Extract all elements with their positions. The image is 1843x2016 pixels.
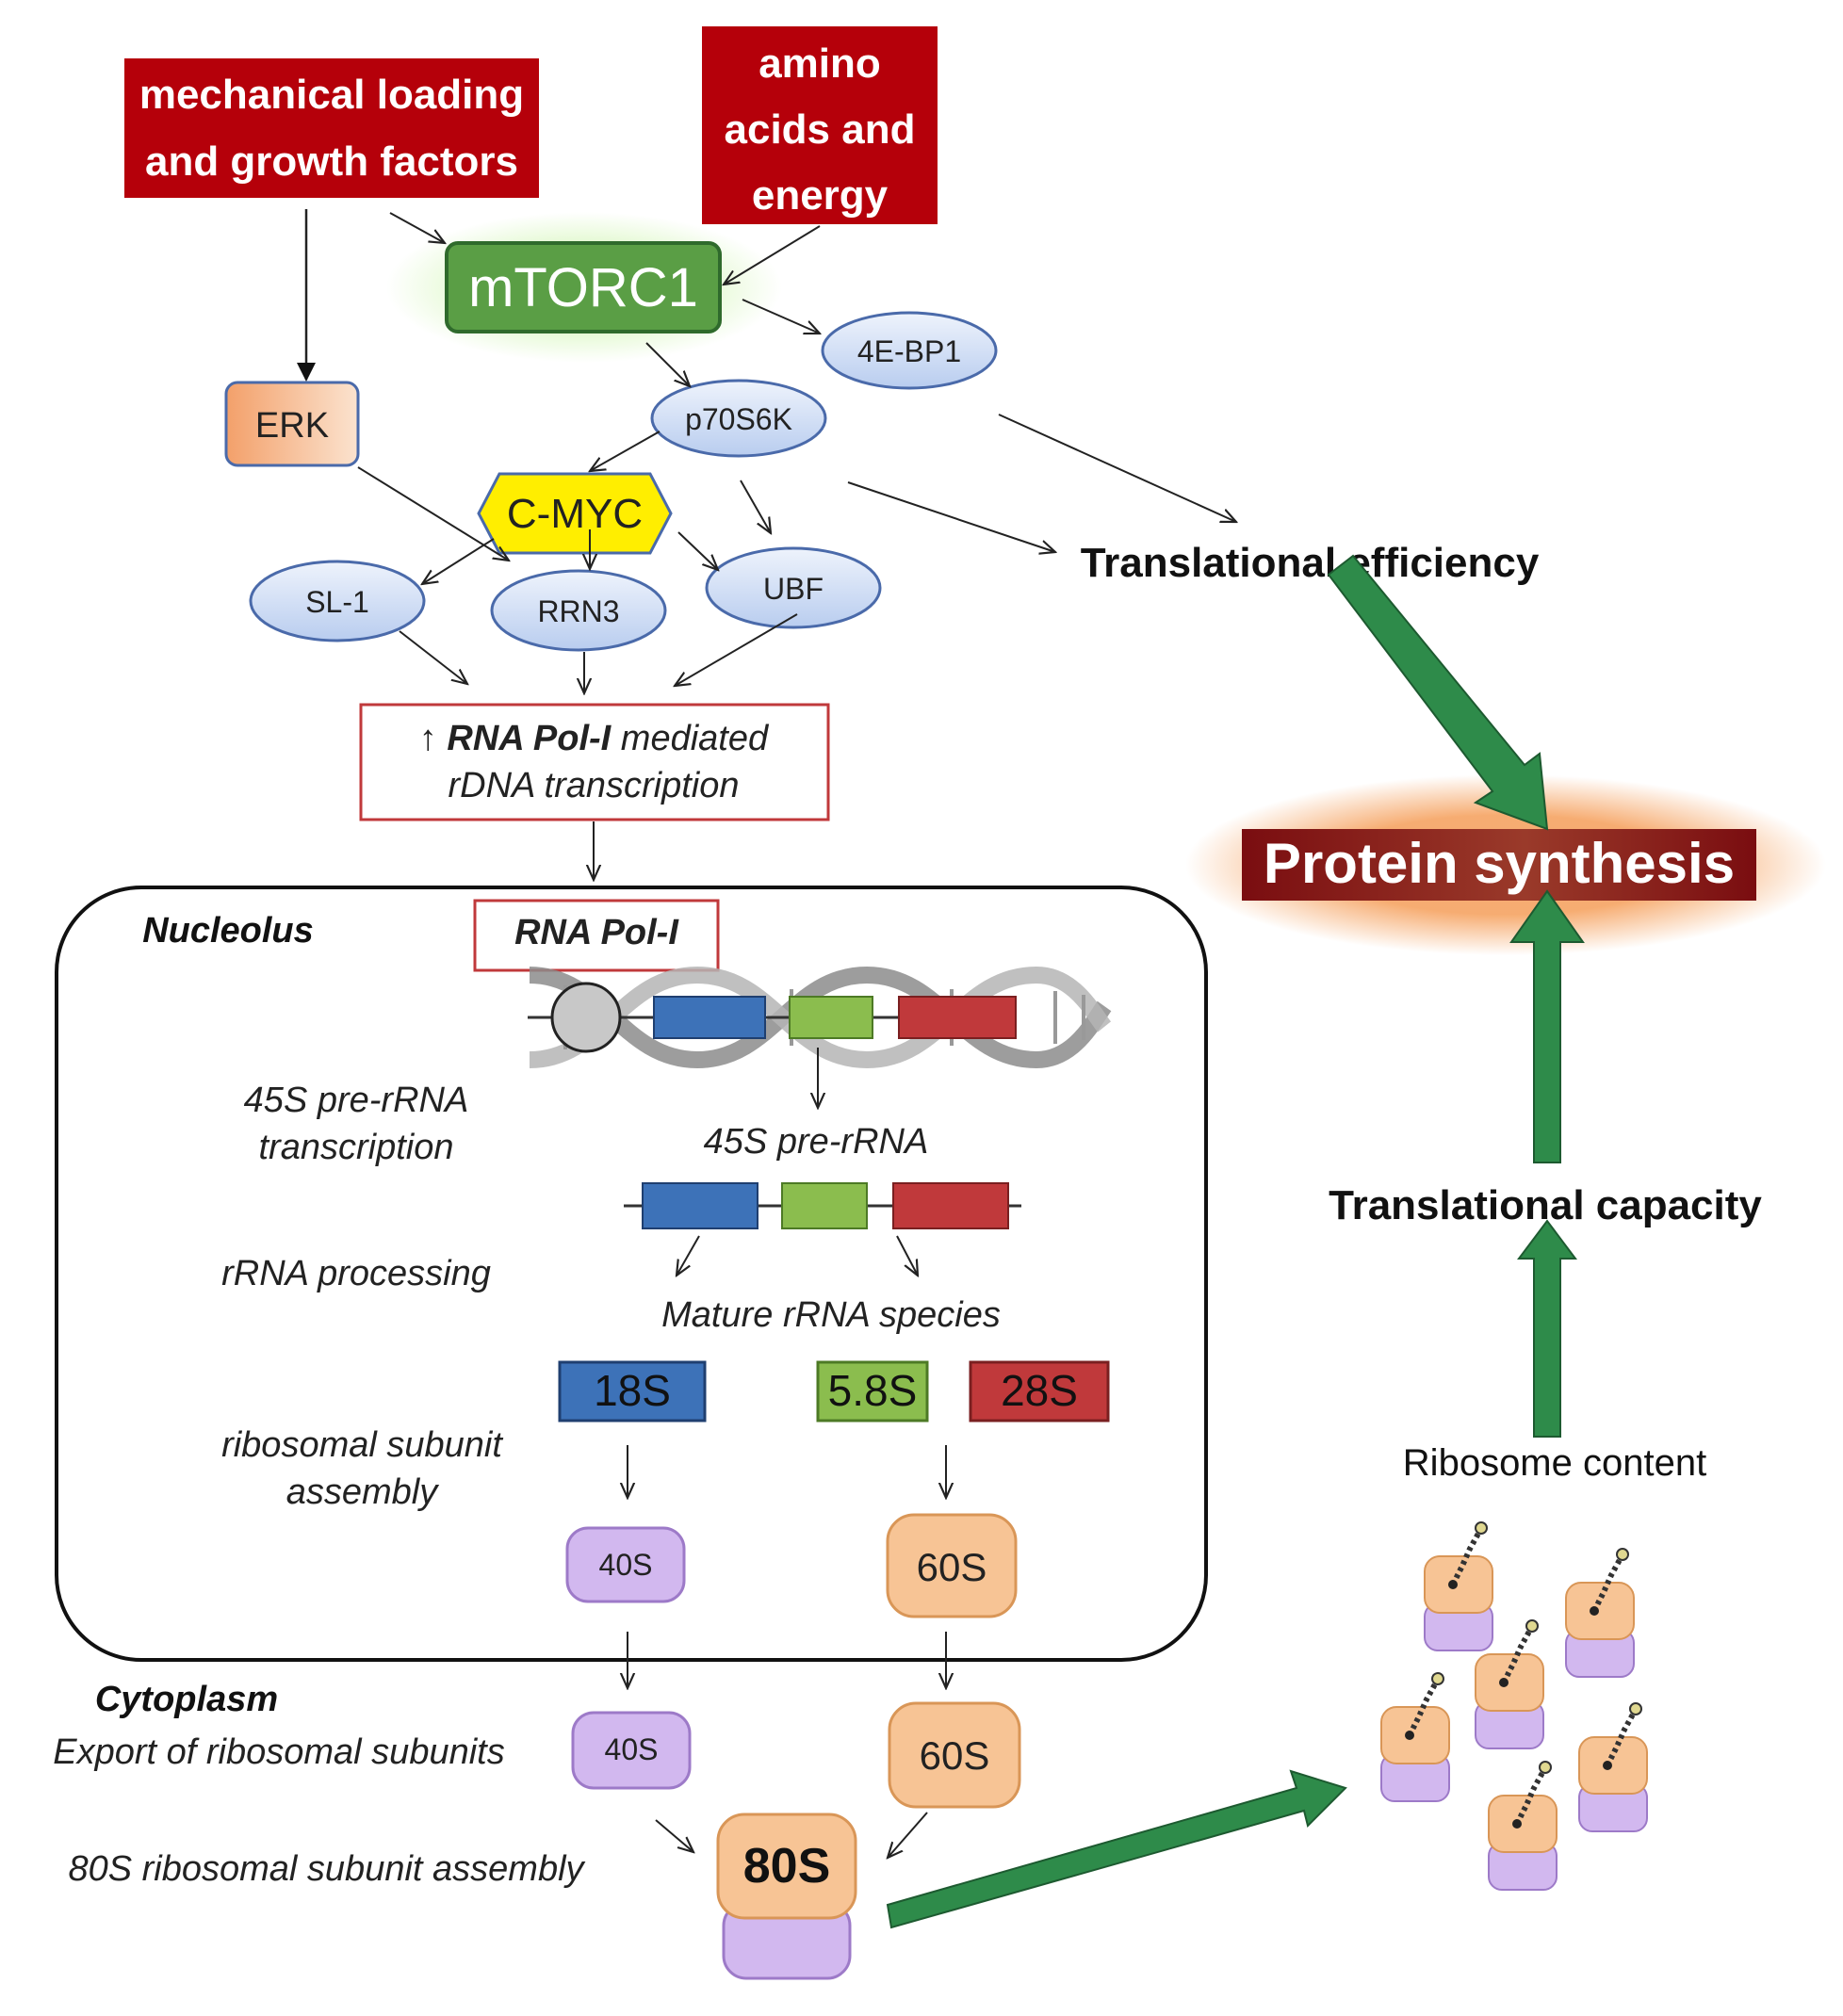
rrna-58s: 5.8S <box>816 1360 929 1423</box>
nucleolus-60s-label: 60S <box>917 1545 987 1589</box>
translational-efficiency-label: Translational efficiency <box>1081 540 1540 586</box>
ribosome-80s: 80S <box>716 1813 857 1980</box>
pre-rrna-label: 45S pre-rRNA <box>704 1122 929 1162</box>
cytoplasm-60s-label: 60S <box>920 1733 990 1778</box>
rna-pol-transcription-box: ↑ RNA Pol-I mediated rDNA transcription <box>359 703 830 821</box>
mechanical-label-line2: and growth factors <box>145 138 518 185</box>
ribosome-icon <box>1424 1521 1493 1651</box>
rrna-28s-label: 28S <box>1001 1366 1078 1415</box>
mechanical-label-line1: mechanical loading <box>139 72 524 118</box>
ribosome-icon <box>1475 1619 1544 1749</box>
dna-helix <box>528 966 1112 1069</box>
rrna-18s: 18S <box>558 1360 707 1423</box>
amino-label-line1: amino <box>758 41 881 87</box>
cytoplasm-40s-label: 40S <box>605 1732 659 1766</box>
cmyc-label: C-MYC <box>507 491 643 537</box>
mtorc1-label: mTORC1 <box>468 257 698 318</box>
nucleolus-rna-pol-label: RNA Pol-I <box>514 913 679 952</box>
nucleolus-40s-subunit: 40S <box>565 1526 686 1603</box>
ubf-label: UBF <box>763 572 824 606</box>
amino-label-line2: acids and <box>725 106 916 153</box>
cmyc-node: C-MYC <box>477 472 673 555</box>
ribosome-icon <box>1578 1702 1648 1832</box>
nucleolus-rna-pol-box: RNA Pol-I <box>473 899 720 972</box>
increase-arrow-glyph: ↑ <box>419 719 437 758</box>
ribosome-icon <box>1380 1672 1450 1802</box>
rrna-18s-label: 18S <box>594 1366 671 1415</box>
rrna-58s-label: 5.8S <box>828 1366 918 1415</box>
nucleolus-40s-label: 40S <box>599 1548 653 1582</box>
sl1-label: SL-1 <box>305 585 369 619</box>
cytoplasm-40s-subunit: 40S <box>571 1711 692 1790</box>
p70s6k-label: p70S6K <box>685 402 792 436</box>
amino-label-line3: energy <box>752 172 889 219</box>
cytoplasm-60s-subunit: 60S <box>888 1701 1021 1809</box>
rrn3-node: RRN3 <box>490 569 667 652</box>
signaling-arrows <box>297 209 1236 880</box>
rrna-28s: 28S <box>969 1360 1110 1423</box>
p70s6k-node: p70S6K <box>650 379 827 458</box>
big-green-arrows <box>886 554 1585 1929</box>
ribosome-icon <box>1488 1761 1558 1891</box>
rna-pol-bold-label: RNA Pol-I <box>447 719 612 758</box>
sl1-node: SL-1 <box>249 560 426 642</box>
step-processing-label: rRNA processing <box>221 1254 491 1293</box>
4ebp1-label: 4E-BP1 <box>857 334 961 368</box>
erk-node: ERK <box>224 381 360 467</box>
nucleolus-arrows <box>628 1048 946 1858</box>
nucleolus-title: Nucleolus <box>142 911 314 951</box>
ribosome-content-label: Ribosome content <box>1403 1442 1706 1484</box>
rna-pol-line1-rest: mediated <box>611 719 770 758</box>
nucleolus-compartment: Nucleolus <box>55 886 1208 1662</box>
svg-text:↑ RNA Pol-I mediated: ↑ RNA Pol-I mediated <box>419 719 770 758</box>
step-labels: 45S pre-rRNA transcription rRNA processi… <box>221 1081 503 1512</box>
mtorc1-node: mTORC1 <box>386 212 782 363</box>
step-assembly-line1: ribosomal subunit <box>221 1425 503 1465</box>
protein-synthesis-node: Protein synthesis <box>1185 774 1826 955</box>
rna-pol-line2: rDNA transcription <box>448 766 739 805</box>
ribosome-80s-label: 80S <box>743 1839 831 1894</box>
80s-assembly-label: 80S ribosomal subunit assembly <box>68 1849 585 1889</box>
step-transcription-line2: transcription <box>259 1128 454 1167</box>
export-subunits-label: Export of ribosomal subunits <box>53 1732 504 1772</box>
erk-label: ERK <box>255 406 329 446</box>
ribosome-icon <box>1565 1548 1635 1678</box>
ribosome-cluster <box>1380 1521 1648 1891</box>
mature-rrna-label: Mature rRNA species <box>661 1295 1001 1335</box>
ubf-node: UBF <box>705 546 882 629</box>
step-assembly-line2: assembly <box>286 1472 439 1512</box>
translational-capacity-label: Translational capacity <box>1329 1182 1762 1228</box>
input-mechanical-loading: mechanical loading and growth factors <box>124 58 539 198</box>
cytoplasm-title: Cytoplasm <box>95 1680 278 1719</box>
step-transcription-line1: 45S pre-rRNA <box>244 1081 469 1120</box>
pre-rrna-strand <box>624 1182 1021 1229</box>
input-amino-acids: amino acids and energy <box>702 26 938 224</box>
protein-synthesis-label: Protein synthesis <box>1264 832 1735 895</box>
4ebp1-node: 4E-BP1 <box>821 311 998 390</box>
rrn3-label: RRN3 <box>537 594 619 628</box>
nucleolus-60s-subunit: 60S <box>886 1513 1018 1618</box>
